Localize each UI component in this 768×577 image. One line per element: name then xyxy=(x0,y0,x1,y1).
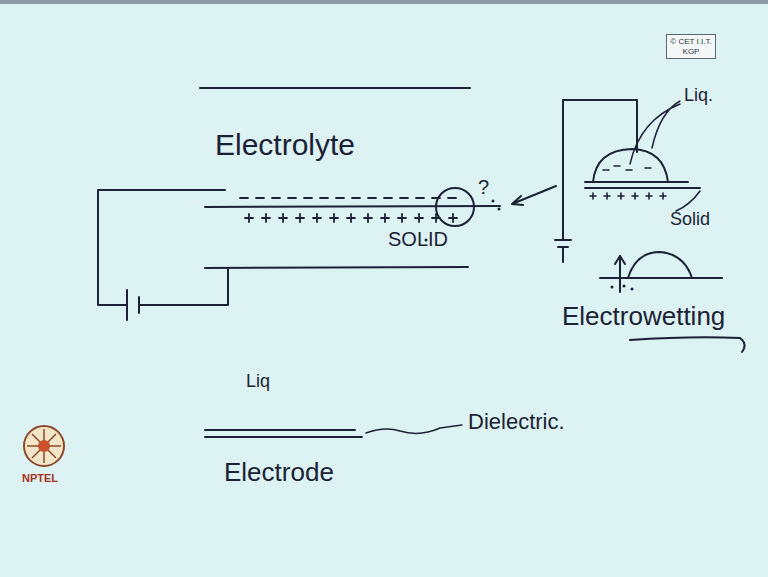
solid-name: SOLID xyxy=(388,228,448,250)
battery-symbol xyxy=(127,290,139,320)
spread-droplet xyxy=(628,252,692,278)
interface-line xyxy=(205,206,500,207)
pointer-arrow xyxy=(512,186,556,205)
substrate-line xyxy=(600,277,722,279)
liquid-name: Electrolyte xyxy=(215,128,355,161)
solid-label: Solid xyxy=(670,210,710,230)
dots xyxy=(425,200,634,291)
watermark-box: © CET I.I.T. KGP xyxy=(666,34,716,59)
top-edge xyxy=(0,0,768,4)
liquid-label: Liq. xyxy=(684,86,713,106)
layer-label: Electrode xyxy=(224,458,334,487)
nptel-logo xyxy=(24,426,64,466)
liquid-label: Liq xyxy=(246,372,270,392)
liquid-leader xyxy=(630,101,680,164)
highlight-circle xyxy=(436,188,474,226)
dielectric-layers xyxy=(585,182,700,188)
voltage-arrow xyxy=(615,256,625,292)
droplet-negative-charges xyxy=(603,166,651,170)
dielectric-leader xyxy=(366,425,462,433)
solid-bottom-line xyxy=(205,267,468,268)
question-mark: ? xyxy=(478,176,489,198)
layer-label: Dielectric. xyxy=(468,410,565,434)
droplet-outline xyxy=(593,149,668,182)
negative-charges xyxy=(240,197,456,199)
dielectric-layers xyxy=(205,430,362,437)
logo-text: NPTEL xyxy=(22,472,58,484)
circuit-wire xyxy=(98,190,228,305)
positive-charges xyxy=(245,214,457,222)
box-text: © CET I.I.T. KGP xyxy=(670,37,712,56)
battery-symbol-small xyxy=(555,240,571,262)
diagram-heading: Electrowetting xyxy=(562,302,725,331)
electrode-positive-charges xyxy=(590,193,666,199)
electrolyte-top-line xyxy=(200,87,470,89)
underline xyxy=(630,337,745,352)
solid-leader xyxy=(676,191,700,211)
